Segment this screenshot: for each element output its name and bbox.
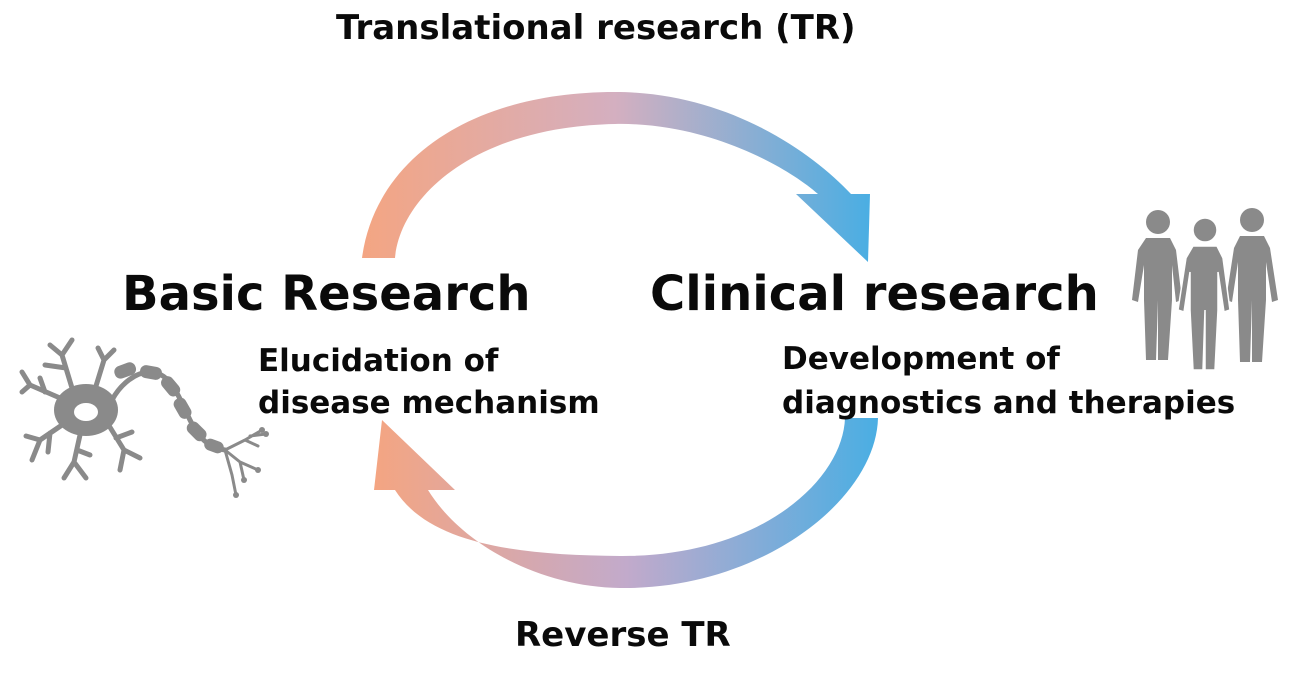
basic-research-title: Basic Research: [122, 266, 531, 322]
person-middle-icon: [1177, 217, 1231, 371]
people-icon: [1132, 208, 1278, 371]
person-left-icon: [1132, 210, 1182, 360]
translational-research-label: Translational research (TR): [336, 8, 856, 48]
clinical-research-subtitle: Development of diagnostics and therapies: [782, 337, 1235, 425]
clinical-subtitle-line-2: diagnostics and therapies: [782, 385, 1236, 421]
basic-research-subtitle: Elucidation of disease mechanism: [258, 340, 600, 424]
reverse-tr-arrow: [374, 418, 878, 589]
clinical-research-title: Clinical research: [650, 266, 1099, 322]
person-right-icon: [1226, 208, 1278, 362]
basic-subtitle-line-2: disease mechanism: [258, 385, 600, 421]
translational-arrow: [362, 92, 870, 262]
neuron-icon: [19, 337, 269, 498]
reverse-tr-label: Reverse TR: [515, 615, 731, 655]
clinical-subtitle-line-1: Development of: [782, 341, 1060, 377]
basic-subtitle-line-1: Elucidation of: [258, 343, 499, 379]
